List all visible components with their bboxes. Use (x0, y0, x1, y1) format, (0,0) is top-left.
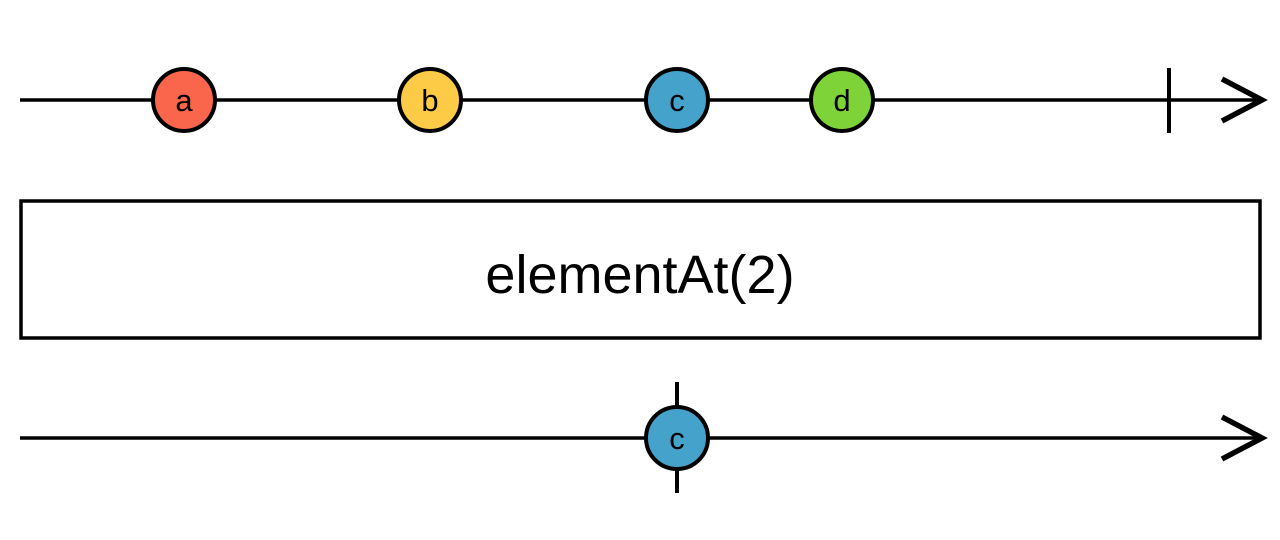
marble-b (397, 67, 463, 133)
source-timeline: a b c d (20, 67, 1268, 133)
marble-label: d (833, 83, 850, 118)
source-arrowhead-icon (1220, 76, 1268, 124)
output-timeline: c (20, 382, 1268, 493)
marble-d (809, 67, 875, 133)
marble-label: a (175, 83, 193, 118)
operator-box-frame (19, 199, 1262, 340)
marble-label: c (669, 421, 685, 456)
marble-c (644, 405, 710, 471)
marble-label: c (669, 83, 685, 118)
source-marbles: a b c d (151, 67, 875, 133)
marble-c (644, 67, 710, 133)
operator-label: elementAt(2) (485, 245, 794, 305)
marble-label: b (421, 83, 438, 118)
output-arrowhead-icon (1220, 414, 1268, 462)
marble-a (151, 67, 217, 133)
operator-box: elementAt(2) (19, 199, 1262, 340)
output-marbles: c (644, 405, 710, 471)
